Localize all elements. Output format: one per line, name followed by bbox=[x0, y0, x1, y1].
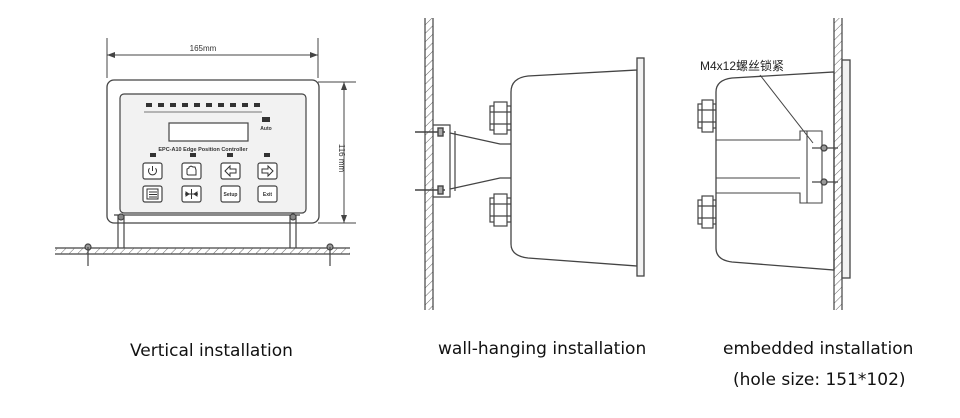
button-center bbox=[181, 185, 202, 203]
button-exit: Exit bbox=[257, 185, 278, 203]
button-setup: Setup bbox=[220, 185, 241, 203]
caption-wall-hanging-installation: wall-hanging installation bbox=[438, 339, 647, 359]
hand-icon bbox=[186, 165, 197, 176]
vertical-installation-drawing: 165mm 116 mm bbox=[55, 38, 356, 266]
display-window bbox=[168, 122, 249, 142]
menu-icon bbox=[146, 188, 159, 200]
width-dimension bbox=[106, 38, 319, 78]
wall-bracket bbox=[433, 124, 511, 198]
button-power bbox=[142, 162, 163, 180]
center-icon bbox=[185, 189, 198, 199]
width-dimension-label: 165mm bbox=[190, 44, 217, 53]
button-status-leds bbox=[150, 153, 270, 157]
caption-embedded-installation: embedded installation bbox=[723, 339, 914, 359]
button-menu bbox=[142, 185, 163, 203]
caption-hole-size: (hole size: 151*102) bbox=[733, 370, 906, 390]
embedded-drawing: M4x12螺丝锁紧 bbox=[697, 18, 851, 310]
cable-connectors bbox=[489, 101, 512, 227]
housing-side-view bbox=[510, 69, 638, 267]
setup-label: Setup bbox=[224, 192, 238, 198]
embedded-bracket bbox=[716, 130, 823, 204]
wall-screws bbox=[415, 127, 445, 195]
button-right bbox=[257, 162, 278, 180]
button-hand bbox=[181, 162, 202, 180]
locking-screws bbox=[812, 144, 838, 186]
wall bbox=[424, 18, 434, 310]
auto-label: Auto bbox=[260, 126, 271, 132]
wall-hanging-drawing bbox=[415, 18, 645, 310]
panel-wall bbox=[833, 18, 843, 310]
screw-callout-line bbox=[759, 74, 814, 144]
panel-model-text: EPC-A10 Edge Position Controller bbox=[158, 147, 248, 153]
auto-indicator bbox=[262, 117, 270, 122]
exit-label: Exit bbox=[263, 192, 273, 198]
arrow-left-icon bbox=[224, 164, 237, 178]
arrow-right-icon bbox=[261, 164, 274, 178]
height-dimension bbox=[318, 81, 356, 224]
mounting-bracket bbox=[114, 213, 300, 248]
height-dimension-label: 116 mm bbox=[337, 144, 346, 173]
caption-vertical-installation: Vertical installation bbox=[130, 341, 293, 361]
front-panel bbox=[119, 93, 307, 214]
embedded-front-panel bbox=[841, 59, 851, 279]
led-indicator-row bbox=[146, 103, 260, 107]
embedded-housing bbox=[715, 71, 835, 271]
embedded-cable-connectors bbox=[697, 99, 717, 229]
power-icon bbox=[148, 166, 157, 176]
front-panel-edge bbox=[636, 57, 645, 277]
button-left bbox=[220, 162, 241, 180]
mounting-plate bbox=[55, 243, 350, 266]
screw-callout-label: M4x12螺丝锁紧 bbox=[700, 58, 784, 73]
